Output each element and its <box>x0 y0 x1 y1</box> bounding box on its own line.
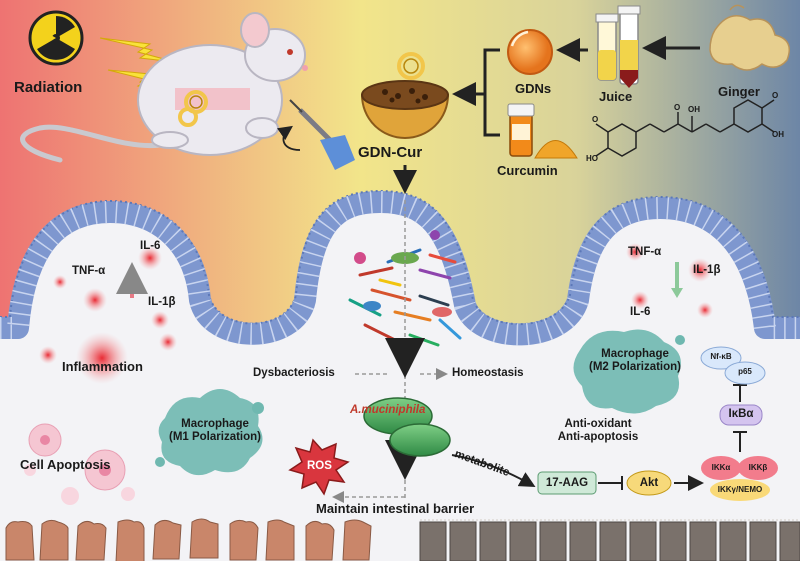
gdn-cur-particle <box>360 80 450 139</box>
il6-right-label: IL-6 <box>630 306 651 318</box>
chem-oh-right: OH <box>772 130 784 139</box>
ikkg-label: IKKγ/NEMO <box>717 485 763 494</box>
antioxidant-label: Anti-oxidant <box>564 418 632 430</box>
macrophage-m1-line1: Macrophage <box>181 418 249 430</box>
chem-methoxy-left: O <box>592 115 599 124</box>
inhibition-17aag-akt <box>598 476 623 490</box>
metabolite-arrow <box>451 454 536 487</box>
macrophage-m2-label: Macrophage (M2 Polarization) <box>580 348 690 373</box>
tnfa-right-label: TNF-α <box>628 246 662 258</box>
macrophage-m1-line2: (M1 Polarization) <box>168 430 261 443</box>
inflammation-label: Inflammation <box>62 359 143 374</box>
aag-box <box>537 471 597 495</box>
akkermansia-icon <box>363 397 451 457</box>
cells-damaged <box>5 518 372 561</box>
ros-label: ROS <box>307 460 332 472</box>
macrophage-m1-icon <box>155 389 264 476</box>
akk-label: A.muciniphila <box>350 404 426 416</box>
cells-healthy <box>419 521 800 561</box>
epithelium-brush-border <box>0 189 800 326</box>
radiation-icon <box>28 10 84 66</box>
macrophage-m2-line2: (M2 Polarization) <box>588 360 681 373</box>
chem-methoxy-right: O <box>772 91 779 100</box>
barrier-label: Maintain intestinal barrier <box>316 501 475 516</box>
central-arrows <box>332 200 448 503</box>
il1b-right-label: IL-1β <box>693 264 721 276</box>
cell-apoptosis-label: Cell Apoptosis <box>20 457 111 472</box>
ginger-label: Ginger <box>718 84 760 99</box>
curcumin-icon <box>507 103 578 159</box>
juice-label: Juice <box>599 89 633 104</box>
macrophage-m2-icon <box>573 329 685 414</box>
apoptotic-cells-icon <box>24 423 135 505</box>
ikba-node <box>719 404 763 426</box>
ikk-complex <box>701 456 778 501</box>
ros-burst-icon <box>288 438 350 496</box>
chem-ho-left: HO <box>586 154 598 163</box>
nfkb-complex <box>700 346 766 385</box>
gdns-icon <box>507 29 553 75</box>
dysbacteriosis-label: Dysbacteriosis <box>253 367 335 379</box>
homeostasis-label: Homeostasis <box>452 367 524 379</box>
aag-label: 17-AAG <box>545 477 589 489</box>
chem-oh-top: OH <box>688 105 700 114</box>
curcumin-structure <box>595 99 775 157</box>
ikba-label: IκBα <box>728 408 754 420</box>
akt-node <box>626 470 672 496</box>
injection-icon <box>277 99 355 170</box>
top-flow-arrows <box>393 36 700 194</box>
gut-microbiota <box>348 230 462 347</box>
macrophage-m2-line1: Macrophage <box>601 348 669 360</box>
juice-tubes-icon <box>595 5 641 88</box>
gdn-cur-label: GDN-Cur <box>358 144 423 161</box>
il6-left-label: IL-6 <box>140 240 161 252</box>
macrophage-m1-label: Macrophage (M1 Polarization) <box>160 418 270 443</box>
epithelium-cell-lines <box>0 191 800 346</box>
inhibition-ikk-ikba <box>733 431 747 452</box>
ikka-label: IKKα <box>711 463 731 472</box>
nfkb-label: Nf-κB <box>710 352 732 361</box>
il1b-left-label: IL-1β <box>148 296 176 308</box>
gdn-ring-icons <box>178 52 425 127</box>
tnfa-left-label: TNF-α <box>72 265 106 277</box>
gdns-label: GDNs <box>515 81 552 96</box>
chem-keto: O <box>674 103 681 112</box>
inflammation-glows <box>39 243 713 384</box>
antioxidant-block: Anti-oxidant Anti-apoptosis <box>538 418 658 443</box>
antiapoptosis-label: Anti-apoptosis <box>557 430 639 443</box>
radiation-label: Radiation <box>14 79 83 96</box>
p65-label: p65 <box>738 367 752 376</box>
akt-label: Akt <box>639 477 659 489</box>
ginger-icon <box>709 4 790 71</box>
curcumin-label: Curcumin <box>497 163 558 178</box>
ikkb-label: IKKβ <box>748 463 768 472</box>
inhibition-ikba-nfkb <box>733 384 747 402</box>
